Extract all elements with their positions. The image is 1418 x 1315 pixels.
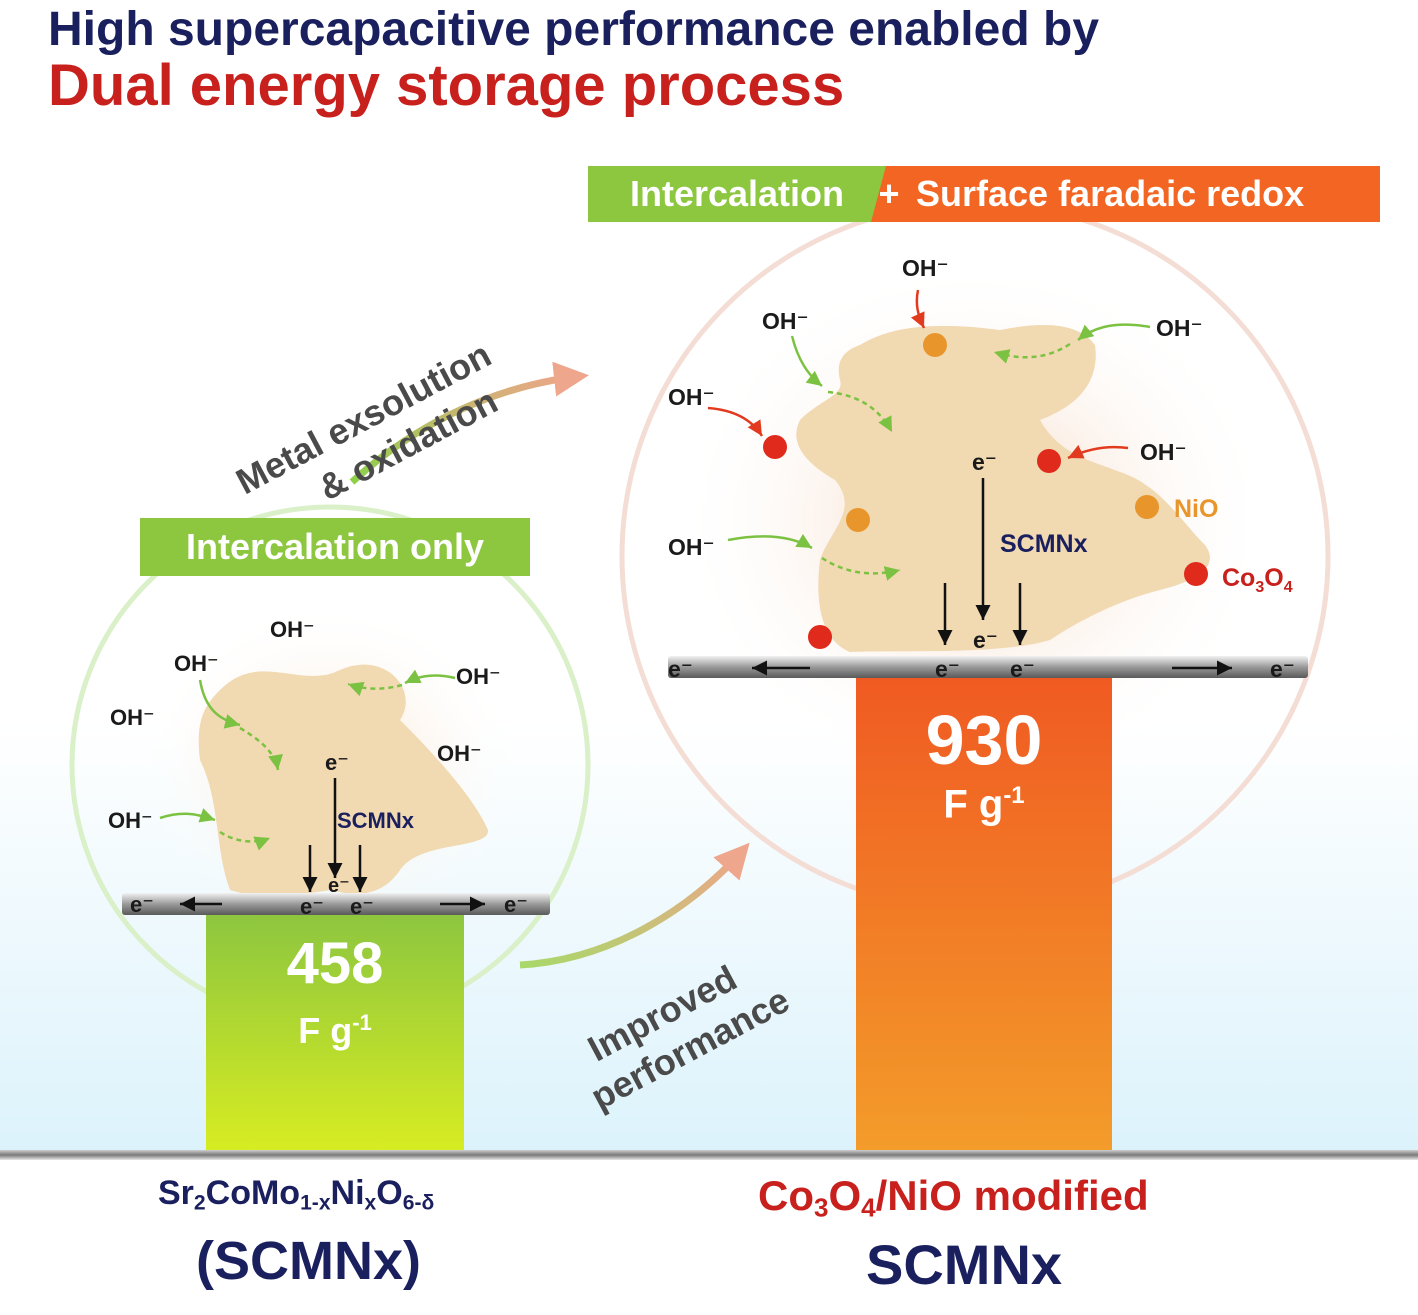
- formula-o-sub: 6-δ: [402, 1191, 435, 1215]
- right-oh-label-3: OH⁻: [1156, 315, 1203, 341]
- right-banner-divider: [871, 166, 906, 222]
- right-oh-green-path-2: [993, 342, 1071, 364]
- right-oh-red-arrow-3: [1067, 444, 1129, 460]
- exsolution-arrow: [349, 361, 589, 485]
- right-material-label: SCMNx: [1000, 530, 1088, 558]
- left-capacitance-value: 458: [286, 931, 384, 996]
- right-oh-label-4: OH⁻: [668, 384, 715, 410]
- left-oh-label-4: OH⁻: [110, 705, 155, 730]
- right-caption-sub2: 4: [861, 1192, 876, 1223]
- right-banner-plus: +: [878, 173, 900, 214]
- improved-arrow: [519, 842, 750, 969]
- left-electron-label-right: e⁻: [504, 892, 528, 917]
- right-oh-red-arrow-1: [910, 289, 926, 329]
- left-electron-label-mid: e⁻: [328, 875, 350, 897]
- right-oh-green-arrow-2: [1077, 323, 1151, 341]
- right-capacitance-unit: F g-1: [856, 782, 1112, 827]
- right-electron-label-b: e⁻: [1010, 656, 1035, 682]
- left-electrode-particle: [198, 664, 489, 896]
- formula-sr-sub: 2: [193, 1191, 206, 1215]
- right-caption-sub1: 3: [814, 1192, 829, 1223]
- right-current-collector: [668, 656, 1308, 678]
- right-oh-green-arrow-3: [727, 533, 813, 550]
- right-caption-name: SCMNx: [866, 1233, 1063, 1296]
- right-oh-green-path-1: [827, 390, 894, 433]
- right-banner-orange: [886, 166, 1380, 222]
- nio-particle-1: [923, 333, 947, 357]
- right-oh-label-6: OH⁻: [668, 534, 715, 560]
- right-oh-red-arrow-2: [707, 406, 764, 437]
- right-caption-co: Co: [758, 1172, 814, 1219]
- right-capacitance-bar: [856, 676, 1112, 1150]
- left-oh-label-1: OH⁻: [270, 617, 315, 642]
- right-capacitance-value: 930: [925, 701, 1043, 779]
- left-oh-arrow-3: [159, 808, 216, 823]
- co3o4-particle-2: [1037, 449, 1061, 473]
- right-banner-green: Intercalation: [588, 166, 886, 222]
- left-banner: Intercalation only: [140, 518, 530, 576]
- floor-line: [0, 1150, 1418, 1160]
- left-oh-label-5: OH⁻: [437, 741, 482, 766]
- left-capacitance-unit: F g-1: [206, 1010, 464, 1052]
- title-line-1: High supercapacitive performance enabled…: [48, 3, 1100, 56]
- left-electron-label-b: e⁻: [350, 894, 374, 919]
- left-caption-formula: Sr2CoMo1-xNixO6-δ: [158, 1174, 434, 1215]
- formula-ni-sub: x: [364, 1191, 377, 1215]
- left-electron-label-top: e⁻: [325, 750, 349, 775]
- title-line-2: Dual energy storage process: [48, 53, 845, 118]
- left-unit-exp: -1: [352, 1010, 372, 1035]
- left-oh-arrow-2: [404, 669, 456, 685]
- right-electron-label-a: e⁻: [935, 656, 960, 682]
- formula-sr: Sr: [158, 1174, 194, 1212]
- formula-o: O: [376, 1174, 403, 1212]
- right-oh-label-2: OH⁻: [762, 308, 809, 334]
- left-material-label: SCMNx: [337, 808, 415, 833]
- left-oh-path-3: [219, 830, 271, 851]
- left-caption-name: (SCMNx): [196, 1231, 421, 1291]
- right-oh-green-arrow-1: [790, 335, 823, 387]
- right-caption-line1: Co3O4/NiO modified: [758, 1172, 1149, 1224]
- right-electron-label-right: e⁻: [1270, 656, 1295, 682]
- left-current-collector: [122, 893, 550, 915]
- caption-area: [0, 1150, 1418, 1310]
- nio-particle-2: [846, 508, 870, 532]
- left-oh-arrow-1: [198, 679, 241, 729]
- left-unit-main: F g: [298, 1010, 353, 1051]
- right-banner: Intercalation + Surface faradaic redox: [588, 166, 1380, 222]
- nio-legend-label: NiO: [1174, 495, 1218, 523]
- left-electron-label-a: e⁻: [300, 894, 324, 919]
- formula-mo-sub: 1-x: [300, 1191, 331, 1215]
- right-electron-label-left: e⁻: [668, 656, 693, 682]
- left-electron-label-left: e⁻: [130, 892, 154, 917]
- right-unit-exp: -1: [1003, 782, 1025, 809]
- left-oh-label-2: OH⁻: [174, 651, 219, 676]
- right-oh-green-path-3: [821, 556, 901, 581]
- right-unit-main: F g: [943, 782, 1004, 827]
- right-oh-label-5: OH⁻: [1140, 439, 1187, 465]
- right-electron-label-mid: e⁻: [973, 627, 998, 653]
- co3o4-particle-1: [763, 435, 787, 459]
- left-banner-label: Intercalation only: [185, 526, 485, 567]
- left-oh-label-6: OH⁻: [108, 808, 153, 833]
- formula-como: CoMo: [205, 1174, 301, 1212]
- left-oh-path-1: [239, 726, 283, 771]
- right-banner-green-label: Intercalation: [629, 173, 845, 214]
- formula-ni: Ni: [330, 1174, 365, 1212]
- left-capacitance-bar: [206, 915, 464, 1150]
- co3o4-particle-3: [808, 625, 832, 649]
- right-electron-label-top: e⁻: [972, 449, 997, 475]
- right-caption-rest: /NiO modified: [875, 1172, 1149, 1219]
- left-oh-path-2: [347, 681, 403, 697]
- co3o4-legend-label: Co3O4: [1222, 564, 1293, 596]
- co3o4-legend-dot: [1184, 562, 1208, 586]
- right-banner-orange-label: Surface faradaic redox: [916, 173, 1305, 214]
- right-oh-label-1: OH⁻: [902, 255, 949, 281]
- left-oh-label-3: OH⁻: [456, 664, 501, 689]
- nio-legend-dot: [1135, 495, 1159, 519]
- right-caption-o: O: [828, 1172, 862, 1219]
